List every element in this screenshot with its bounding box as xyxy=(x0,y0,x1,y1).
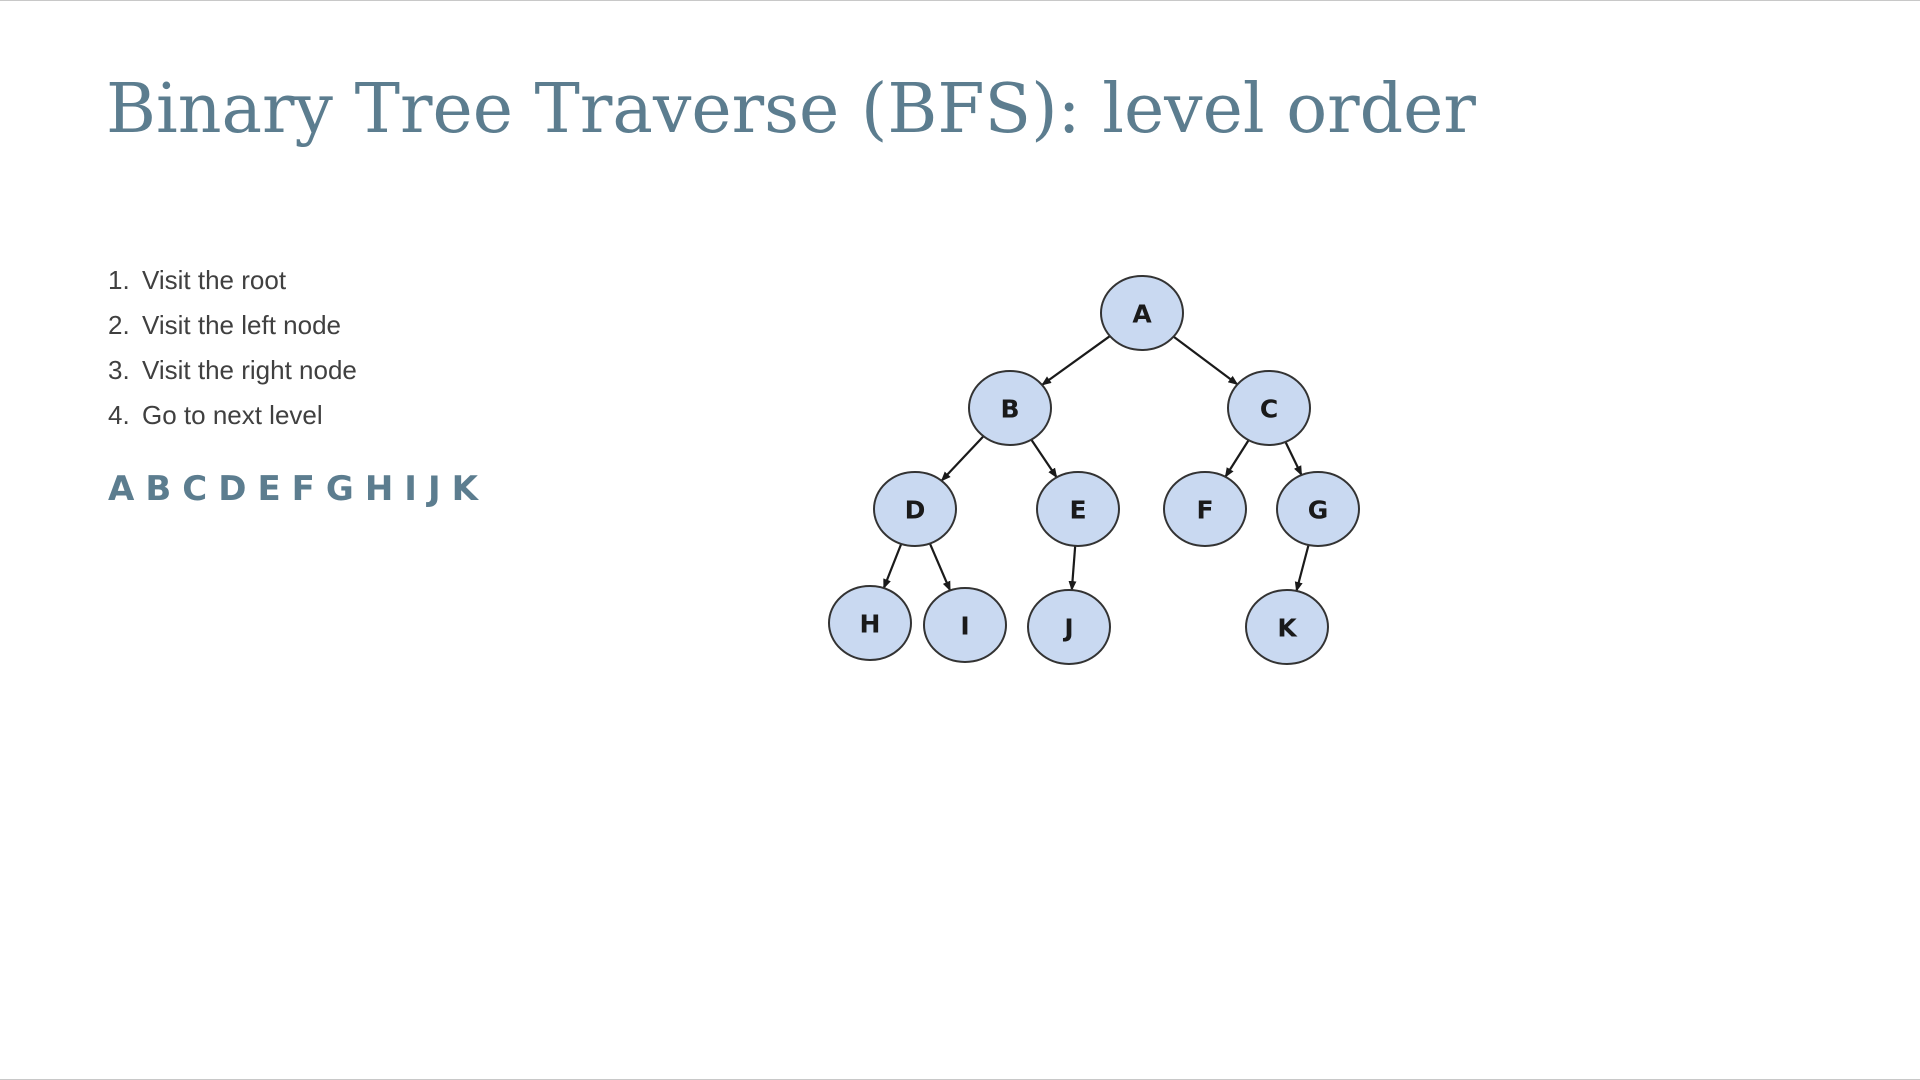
tree-node-j: J xyxy=(1027,589,1111,665)
node-circle xyxy=(1100,275,1184,351)
sequence-letter: K xyxy=(451,469,478,509)
step-text: Visit the left node xyxy=(142,310,341,340)
tree-node-g: G xyxy=(1276,471,1360,547)
edge-c-f xyxy=(1224,439,1250,478)
step-item: 2. Visit the left node xyxy=(108,304,357,349)
step-item: 4. Go to next level xyxy=(108,394,357,439)
node-label: F xyxy=(1196,496,1213,525)
tree-node-h: H xyxy=(828,585,912,661)
node-label: B xyxy=(1000,395,1019,424)
edge-a-c xyxy=(1172,335,1239,386)
node-circle xyxy=(923,587,1007,663)
step-text: Visit the right node xyxy=(142,355,357,385)
node-label: C xyxy=(1260,395,1278,424)
edge-d-i xyxy=(928,543,952,592)
node-label: H xyxy=(860,610,881,639)
node-label: E xyxy=(1069,496,1086,525)
step-text: Go to next level xyxy=(142,400,323,430)
node-label: A xyxy=(1132,300,1152,329)
step-number: 4. xyxy=(108,400,130,430)
tree-node-a: A xyxy=(1100,275,1184,351)
tree-node-i: I xyxy=(923,587,1007,663)
sequence-letter: B xyxy=(145,469,172,509)
tree-node-c: C xyxy=(1227,370,1311,446)
sequence-letter: A xyxy=(108,469,135,509)
sequence-letter: J xyxy=(427,469,441,509)
node-circle xyxy=(1245,589,1329,665)
sequence-letter: G xyxy=(325,469,354,509)
edge-b-e xyxy=(1030,439,1058,479)
edge-e-j xyxy=(1068,545,1077,592)
tree-node-e: E xyxy=(1036,471,1120,547)
tree-node-k: K xyxy=(1245,589,1329,665)
sequence-letter: I xyxy=(404,469,417,509)
edge-d-h xyxy=(882,543,903,590)
node-label: I xyxy=(960,612,969,641)
step-item: 1. Visit the root xyxy=(108,259,357,304)
node-circle xyxy=(873,471,957,547)
node-label: G xyxy=(1308,496,1329,525)
edge-c-g xyxy=(1284,441,1303,477)
sequence-letter: D xyxy=(218,469,247,509)
edge-a-b xyxy=(1041,335,1111,386)
node-circle xyxy=(828,585,912,661)
tree-node-f: F xyxy=(1163,471,1247,547)
sequence-letter: F xyxy=(291,469,315,509)
nodes-layer: A B C D E F G H I J K xyxy=(828,275,1360,665)
sequence-letter: E xyxy=(257,469,281,509)
node-circle xyxy=(1027,589,1111,665)
edges-layer xyxy=(882,335,1310,592)
edge-g-k xyxy=(1294,544,1310,592)
node-circle xyxy=(1163,471,1247,547)
step-number: 3. xyxy=(108,355,130,385)
node-circle xyxy=(1036,471,1120,547)
sequence-letter: H xyxy=(364,469,394,509)
steps-list: 1. Visit the root 2. Visit the left node 3… xyxy=(108,259,357,439)
step-number: 1. xyxy=(108,265,130,295)
tree-node-b: B xyxy=(968,370,1052,446)
node-circle xyxy=(1276,471,1360,547)
node-circle xyxy=(968,370,1052,446)
node-label: D xyxy=(905,496,926,525)
node-label: K xyxy=(1277,614,1298,643)
node-circle xyxy=(1227,370,1311,446)
step-text: Visit the root xyxy=(142,265,287,295)
sequence-letter: C xyxy=(182,469,208,509)
tree-node-d: D xyxy=(873,471,957,547)
slide-title: Binary Tree Traverse (BFS): level order xyxy=(106,70,1476,149)
node-label: J xyxy=(1062,614,1073,643)
edge-b-d xyxy=(940,435,985,482)
step-item: 3. Visit the right node xyxy=(108,349,357,394)
step-number: 2. xyxy=(108,310,130,340)
